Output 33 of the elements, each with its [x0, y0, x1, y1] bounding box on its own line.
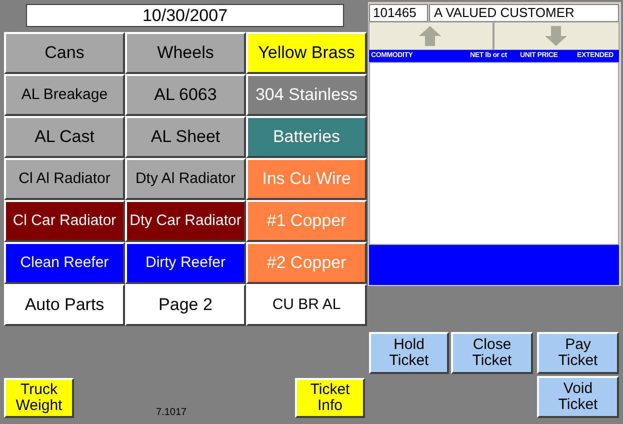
material-button: Page 2 [125, 284, 246, 326]
material-button: Cl Al Radiator [4, 158, 125, 200]
material-button: Clean Reefer [4, 242, 125, 284]
customer-number-field: 101465 [369, 4, 428, 22]
material-button: Auto Parts [4, 284, 125, 326]
material-button: Cans [4, 32, 125, 74]
material-button: #1 Copper [246, 200, 367, 242]
material-button: 304 Stainless [246, 74, 367, 116]
material-button: Batteries [246, 116, 367, 158]
action-button: Void Ticket [537, 376, 619, 418]
material-button: Ins Cu Wire [246, 158, 367, 200]
action-button: Pay Ticket [537, 332, 619, 374]
version-text: 7.1017 [156, 407, 187, 418]
action-button: Ticket Info [295, 378, 365, 418]
total-bar [369, 245, 619, 285]
material-button: AL Sheet [125, 116, 246, 158]
material-button: Dty Al Radiator [125, 158, 246, 200]
material-button: Cl Car Radiator [4, 200, 125, 242]
action-button: Close Ticket [451, 332, 533, 374]
action-button: Hold Ticket [369, 332, 449, 374]
customer-name-field: A VALUED CUSTOMER [429, 4, 619, 22]
material-button: Wheels [125, 32, 246, 74]
action-button: Truck Weight [4, 378, 74, 418]
material-button: Dirty Reefer [125, 242, 246, 284]
material-button: AL 6063 [125, 74, 246, 116]
date-field: 10/30/2007 [26, 4, 344, 27]
material-button: AL Cast [4, 116, 125, 158]
material-button: #2 Copper [246, 242, 367, 284]
material-button: Yellow Brass [246, 32, 367, 74]
material-button: AL Breakage [4, 74, 125, 116]
ticket-table-body [369, 62, 619, 245]
material-button: CU BR AL [246, 284, 367, 326]
material-button: Dty Car Radiator [125, 200, 246, 242]
